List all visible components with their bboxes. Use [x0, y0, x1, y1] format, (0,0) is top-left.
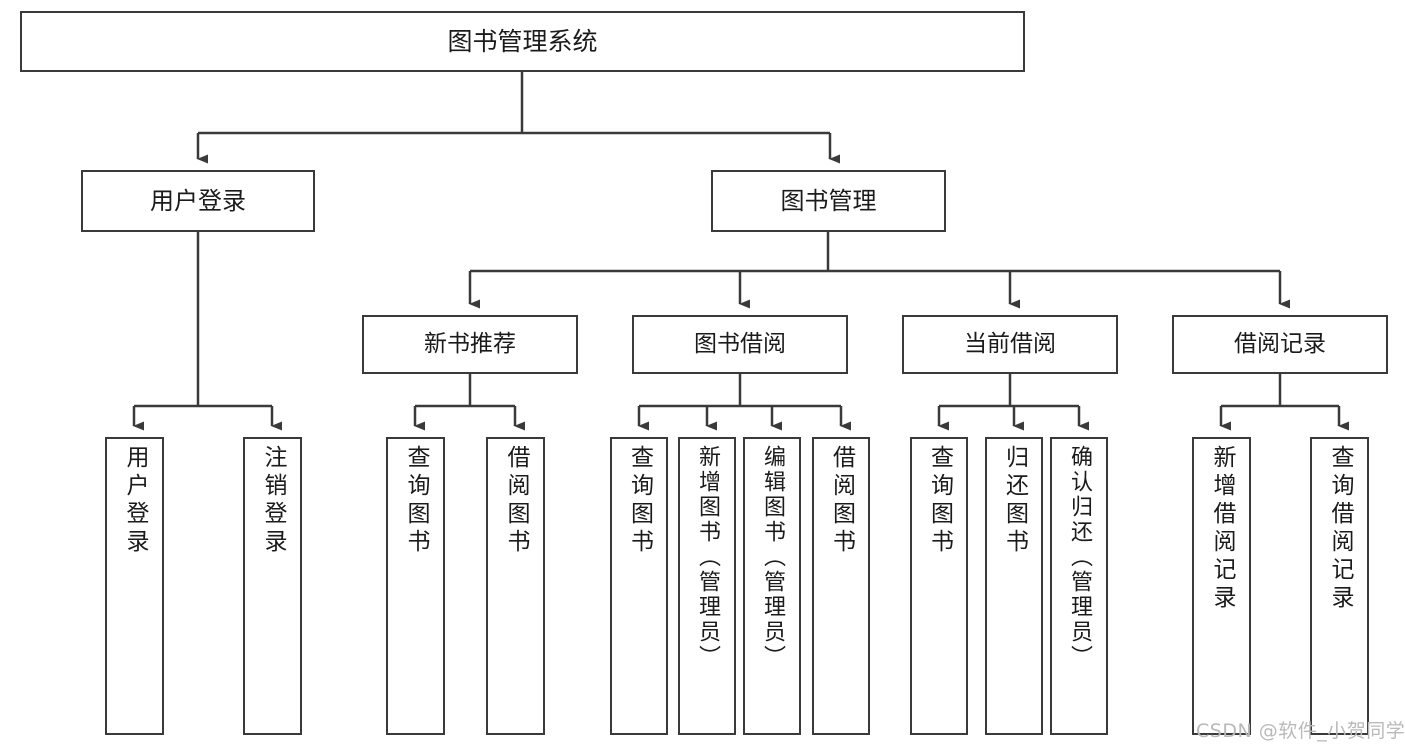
leaf-node-add-borrow-record[interactable]: 新增借阅记录 — [1192, 437, 1251, 735]
node-label: 注销登录 — [260, 445, 286, 557]
node-label: 用户登录 — [150, 186, 246, 215]
node-label: 图书借阅 — [694, 330, 786, 357]
node-label: 编辑图书（管理员） — [760, 445, 785, 670]
node-book-borrowing[interactable]: 图书借阅 — [632, 315, 848, 374]
leaf-node-query-book-recommend[interactable]: 查询图书 — [386, 437, 445, 735]
node-label: 新增借阅记录 — [1209, 445, 1235, 613]
node-label: 查询图书 — [403, 445, 429, 557]
node-label: 查询借阅记录 — [1327, 445, 1353, 613]
node-label: 确认归还（管理员） — [1067, 445, 1092, 670]
node-label: 查询图书 — [926, 445, 953, 557]
leaf-node-return-book[interactable]: 归还图书 — [985, 437, 1043, 735]
node-label: 图书管理 — [780, 186, 877, 215]
node-label: 新增图书（管理员） — [695, 445, 720, 670]
node-label: 查询图书 — [626, 445, 653, 557]
leaf-node-add-book-admin[interactable]: 新增图书（管理员） — [678, 437, 736, 735]
node-current-borrowing[interactable]: 当前借阅 — [902, 315, 1118, 374]
leaf-node-user-login[interactable]: 用户登录 — [105, 437, 164, 735]
node-label: 归还图书 — [1001, 445, 1028, 557]
node-label: 借阅记录 — [1234, 330, 1326, 357]
node-label: 图书管理系统 — [447, 26, 598, 56]
node-book-management[interactable]: 图书管理 — [711, 170, 946, 232]
node-label: 用户登录 — [122, 445, 148, 557]
leaf-node-user-logout[interactable]: 注销登录 — [243, 437, 302, 735]
leaf-node-borrow-book-recommend[interactable]: 借阅图书 — [486, 437, 545, 735]
leaf-node-confirm-return-admin[interactable]: 确认归还（管理员） — [1050, 437, 1108, 735]
node-label: 借阅图书 — [503, 445, 529, 557]
leaf-node-query-book-current[interactable]: 查询图书 — [910, 437, 968, 735]
node-label: 借阅图书 — [828, 445, 855, 557]
node-new-book-recommendation[interactable]: 新书推荐 — [362, 315, 578, 374]
leaf-node-query-borrow-record[interactable]: 查询借阅记录 — [1310, 437, 1369, 735]
leaf-node-query-book-borrowing[interactable]: 查询图书 — [610, 437, 668, 735]
leaf-node-borrow-book[interactable]: 借阅图书 — [812, 437, 870, 735]
node-borrowing-records[interactable]: 借阅记录 — [1172, 315, 1388, 374]
leaf-node-edit-book-admin[interactable]: 编辑图书（管理员） — [743, 437, 801, 735]
node-label: 新书推荐 — [424, 330, 516, 357]
csdn-watermark: CSDN @软件_小贺同学 — [1196, 720, 1405, 742]
node-label: 当前借阅 — [964, 330, 1056, 357]
node-user-login[interactable]: 用户登录 — [81, 170, 315, 232]
node-root-book-management-system[interactable]: 图书管理系统 — [20, 11, 1025, 72]
